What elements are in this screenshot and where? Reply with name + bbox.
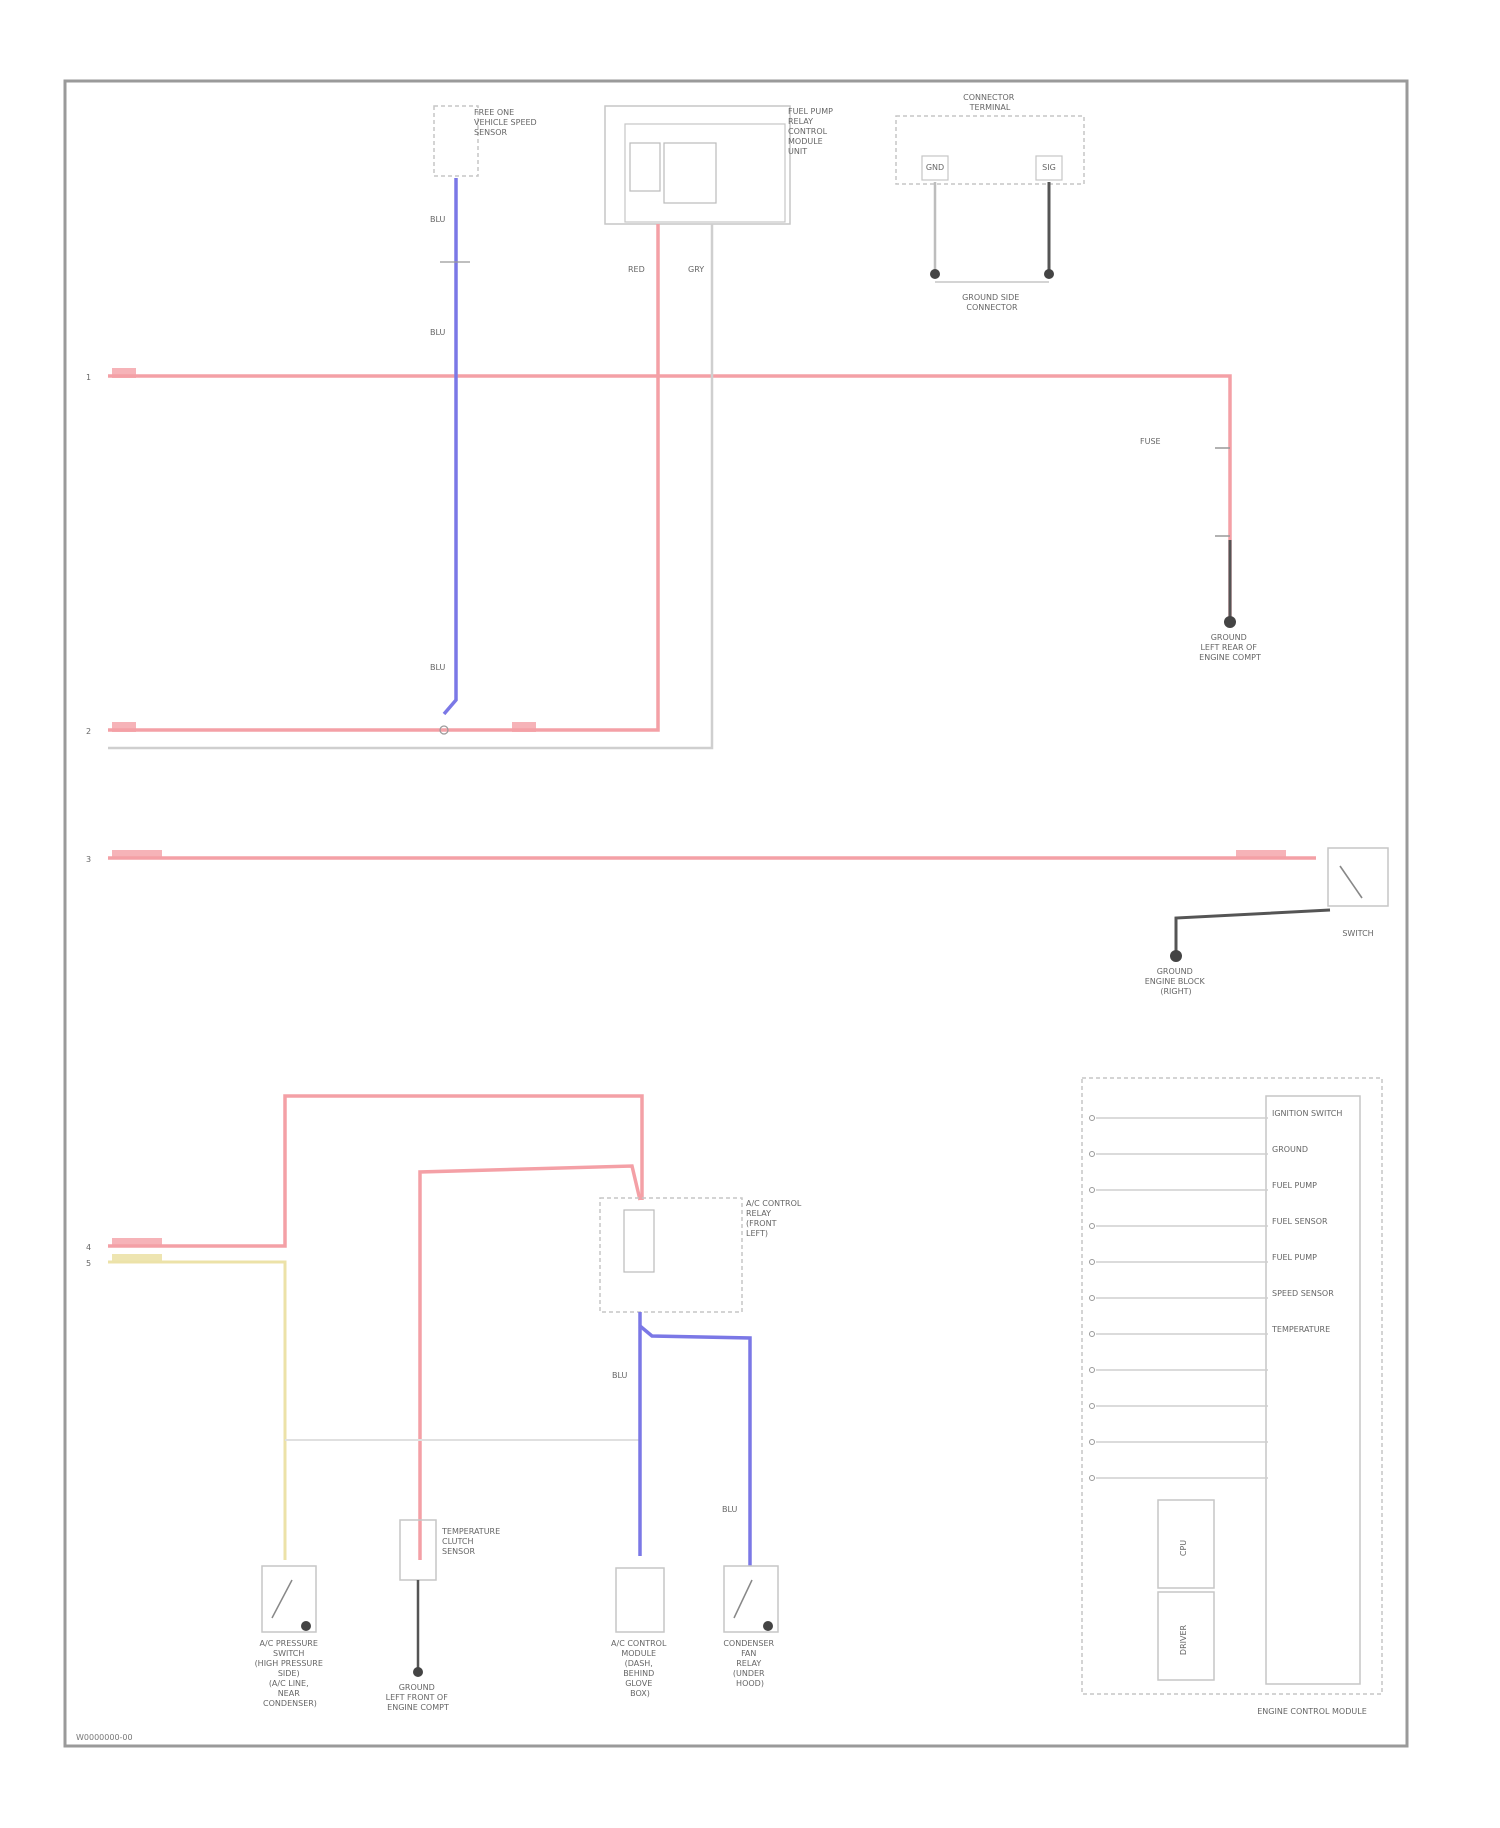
wire-label-right-1: FUSE xyxy=(1140,437,1161,446)
wire-label-gray-relay: GRY xyxy=(688,265,704,274)
bottom-label-2: GROUND LEFT FRONT OF ENGINE COMPT xyxy=(386,1683,451,1712)
module-pin-label: SPEED SENSOR xyxy=(1272,1289,1334,1298)
splice-connector-right xyxy=(1044,269,1054,279)
wire-label-bottom-2: 5 xyxy=(86,1259,91,1268)
relay-coil xyxy=(630,143,660,191)
module-pin-terminal xyxy=(1090,1260,1095,1265)
wire-label-blue-lower-1: BLU xyxy=(612,1371,628,1380)
wire-gray-relay xyxy=(108,224,712,748)
module-pin-terminal xyxy=(1090,1296,1095,1301)
module-pin-label: FUEL PUMP xyxy=(1272,1253,1317,1262)
module-pin-terminal xyxy=(1090,1188,1095,1193)
wire-tag-switch-right xyxy=(1236,850,1286,858)
temperature-sensor-box xyxy=(400,1520,436,1580)
ground-right-label: GROUND LEFT REAR OF ENGINE COMPT xyxy=(1199,633,1261,662)
pressure-switch-label: SWITCH xyxy=(1342,929,1373,938)
wire-red-relay xyxy=(108,224,658,730)
condenser-fan-relay-contact xyxy=(734,1580,752,1618)
wire-label-blue-lower-2: BLU xyxy=(722,1505,738,1514)
wire-tag-switch-left xyxy=(112,850,162,858)
wire-yellow-bottom xyxy=(108,1262,285,1560)
connector-terminal-box xyxy=(896,116,1084,184)
module-pin-terminal xyxy=(1090,1404,1095,1409)
module-block-1-label: CPU xyxy=(1179,1540,1188,1556)
module-pin-terminal xyxy=(1090,1116,1095,1121)
wire-red-bottom-outer xyxy=(108,1096,642,1246)
wire-tag-mid-center xyxy=(512,722,536,732)
wire-label-bottom-1: 4 xyxy=(86,1243,91,1252)
fuel-pump-relay-label: FUEL PUMP RELAY CONTROL MODULE UNIT xyxy=(788,107,835,156)
module-pin-terminal xyxy=(1090,1152,1095,1157)
wire-tag-top-left xyxy=(112,368,136,378)
temperature-sensor-label: TEMPERATURE CLUTCH SENSOR xyxy=(441,1527,503,1556)
ac-control-relay-coil xyxy=(624,1210,654,1272)
wire-dark-switch-ground xyxy=(1176,910,1330,954)
pressure-switch-contact xyxy=(1340,866,1362,898)
ground-mid-label: GROUND ENGINE BLOCK (RIGHT) xyxy=(1145,967,1208,996)
footer-code: W0000000-00 xyxy=(76,1733,133,1742)
module-pin-label: IGNITION SWITCH xyxy=(1272,1109,1342,1118)
wire-blue-lower-right xyxy=(640,1326,750,1566)
connector-terminal-label: CONNECTOR TERMINAL xyxy=(963,93,1017,112)
pressure-switch-box xyxy=(1328,848,1388,906)
wire-label-top-1: 1 xyxy=(86,373,91,382)
connector-pin-gnd-label: GND xyxy=(926,163,944,172)
relay-contact xyxy=(664,143,716,203)
wire-tag-bottom-2 xyxy=(112,1254,162,1262)
wire-label-blue-3: BLU xyxy=(430,663,446,672)
ac-control-relay-box xyxy=(600,1198,742,1312)
diagram-frame xyxy=(65,81,1407,1746)
wire-red-bottom-inner xyxy=(420,1166,640,1560)
ac-pressure-switch-terminal xyxy=(301,1621,311,1631)
vehicle-speed-sensor-box xyxy=(434,106,478,176)
module-block-2-label: DRIVER xyxy=(1179,1624,1188,1655)
module-pin-label: TEMPERATURE xyxy=(1271,1325,1330,1334)
module-pins: IGNITION SWITCH GROUND FUEL PUMP FUEL SENSO… xyxy=(1090,1109,1343,1481)
wire-tag-bottom-1 xyxy=(112,1238,162,1246)
fuel-pump-relay-inner xyxy=(625,124,785,222)
bottom-label-3: A/C CONTROL MODULE (DASH, BEHIND GLOVE B… xyxy=(611,1639,669,1698)
module-pin-terminal xyxy=(1090,1368,1095,1373)
wire-tag-mid-left xyxy=(112,722,136,732)
engine-control-module-outer xyxy=(1082,1078,1382,1694)
module-pin-terminal xyxy=(1090,1224,1095,1229)
wire-label-red-relay: RED xyxy=(628,265,645,274)
module-title: ENGINE CONTROL MODULE xyxy=(1257,1707,1367,1716)
wire-label-switch-1: 3 xyxy=(86,855,91,864)
ac-pressure-switch-contact xyxy=(272,1580,292,1618)
wire-label-blue-1: BLU xyxy=(430,215,446,224)
wire-blue-sensor xyxy=(444,178,456,714)
ac-control-module-box xyxy=(616,1568,664,1632)
module-pin-label: FUEL SENSOR xyxy=(1272,1217,1328,1226)
ground-bottom xyxy=(413,1667,423,1677)
connector-bottom-label: GROUND SIDE CONNECTOR xyxy=(962,293,1022,312)
wire-label-blue-2: BLU xyxy=(430,328,446,337)
wire-label-mid-1: 2 xyxy=(86,727,91,736)
module-pin-terminal xyxy=(1090,1440,1095,1445)
wire-red-top xyxy=(108,376,1230,620)
bottom-label-4: CONDENSER FAN RELAY (UNDER HOOD) xyxy=(723,1639,776,1688)
splice-connector-left xyxy=(930,269,940,279)
bottom-label-1: A/C PRESSURE SWITCH (HIGH PRESSURE SIDE)… xyxy=(255,1639,326,1708)
ground-right xyxy=(1224,616,1236,628)
module-pin-label: GROUND xyxy=(1272,1145,1308,1154)
ground-mid xyxy=(1170,950,1182,962)
vehicle-speed-sensor-label: FREE ONE VEHICLE SPEED SENSOR xyxy=(474,108,539,137)
module-pin-terminal xyxy=(1090,1332,1095,1337)
module-pin-label: FUEL PUMP xyxy=(1272,1181,1317,1190)
ac-control-relay-label: A/C CONTROL RELAY (FRONT LEFT) xyxy=(746,1199,804,1238)
module-pin-terminal xyxy=(1090,1476,1095,1481)
connector-pin-sig-label: SIG xyxy=(1042,163,1056,172)
condenser-fan-relay-terminal xyxy=(763,1621,773,1631)
